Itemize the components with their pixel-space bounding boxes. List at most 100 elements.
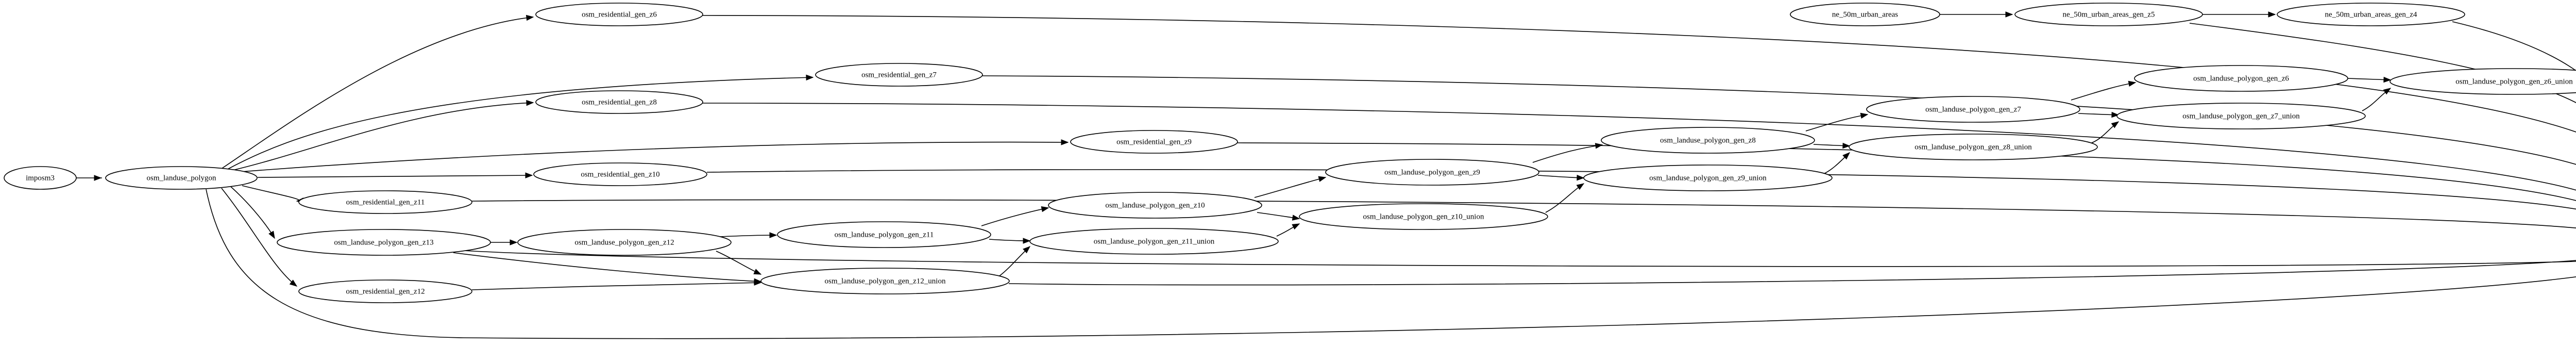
graph-edge bbox=[232, 102, 534, 171]
node-label: osm_residential_gen_z7 bbox=[861, 71, 937, 79]
graph-node-osm_landuse_polygon_gen_z11_union[interactable]: osm_landuse_polygon_gen_z11_union bbox=[1029, 228, 1279, 255]
node-label: osm_landuse_polygon_gen_z6 bbox=[2193, 74, 2289, 83]
node-label: osm_landuse_polygon_gen_z10 bbox=[1105, 201, 1205, 209]
graph-edge bbox=[1532, 144, 1603, 163]
edge-arrowhead bbox=[289, 279, 298, 287]
edge-arrowhead bbox=[754, 278, 762, 285]
graph-node-osm_landuse_polygon_gen_z7_union[interactable]: osm_landuse_polygon_gen_z7_union bbox=[2116, 103, 2366, 129]
node-label: osm_landuse_polygon_gen_z11 bbox=[835, 231, 934, 239]
graph-node-osm_landuse_polygon_gen_z9_union[interactable]: osm_landuse_polygon_gen_z9_union bbox=[1583, 164, 1833, 191]
node-shape[interactable] bbox=[1849, 134, 2098, 160]
graph-edge bbox=[1254, 177, 1326, 198]
node-shape[interactable] bbox=[1070, 130, 1238, 154]
edge-arrowhead bbox=[1577, 174, 1585, 181]
node-shape[interactable] bbox=[1029, 228, 1279, 255]
graph-node-osm_landuse_polygon_gen_z6_union[interactable]: osm_landuse_polygon_gen_z6_union bbox=[2389, 68, 2576, 95]
edge-arrowhead bbox=[806, 74, 814, 81]
node-shape[interactable] bbox=[1601, 127, 1815, 154]
node-label: osm_residential_gen_z6 bbox=[582, 10, 657, 19]
graph-node-osm_landuse_polygon_gen_z11[interactable]: osm_landuse_polygon_gen_z11 bbox=[777, 221, 991, 248]
edge-arrowhead bbox=[1061, 139, 1069, 145]
graph-node-osm_landuse_polygon[interactable]: osm_landuse_polygon bbox=[105, 166, 258, 190]
edge-arrowhead bbox=[1318, 176, 1327, 182]
node-shape[interactable] bbox=[2277, 3, 2465, 26]
node-shape[interactable] bbox=[1866, 96, 2080, 123]
graph-node-osm_landuse_polygon_gen_z10_union[interactable]: osm_landuse_polygon_gen_z10_union bbox=[1299, 203, 1548, 230]
node-shape[interactable] bbox=[1299, 203, 1548, 230]
graph-edge bbox=[226, 77, 814, 170]
graph-edge bbox=[471, 282, 761, 290]
node-shape[interactable] bbox=[1583, 164, 1833, 191]
edge-arrowhead bbox=[1860, 112, 1869, 119]
node-shape[interactable] bbox=[1790, 3, 1940, 26]
graph-node-osm_landuse_polygon_gen_z9[interactable]: osm_landuse_polygon_gen_z9 bbox=[1325, 159, 1539, 186]
edge-arrowhead bbox=[1023, 238, 1031, 244]
graph-node-osm_residential_gen_z6[interactable]: osm_residential_gen_z6 bbox=[535, 3, 703, 26]
graph-node-osm_residential_gen_z11[interactable]: osm_residential_gen_z11 bbox=[298, 190, 472, 214]
edge-arrowhead bbox=[753, 269, 762, 275]
graph-node-osm_residential_gen_z8[interactable]: osm_residential_gen_z8 bbox=[535, 90, 703, 114]
graph-node-osm_landuse_polygon_gen_z8[interactable]: osm_landuse_polygon_gen_z8 bbox=[1601, 127, 1815, 154]
edge-arrowhead bbox=[526, 14, 534, 21]
graph-node-osm_residential_gen_z7[interactable]: osm_residential_gen_z7 bbox=[815, 63, 983, 87]
node-shape[interactable] bbox=[535, 3, 703, 26]
node-shape[interactable] bbox=[1325, 159, 1539, 186]
edge-arrowhead bbox=[94, 175, 102, 181]
node-shape[interactable] bbox=[533, 162, 707, 186]
graph-node-osm_landuse_polygon_gen_z7[interactable]: osm_landuse_polygon_gen_z7 bbox=[1866, 96, 2080, 123]
edge-arrowhead bbox=[2128, 80, 2137, 87]
node-shape[interactable] bbox=[298, 279, 472, 303]
graph-node-osm_landuse_polygon_gen_z12[interactable]: osm_landuse_polygon_gen_z12 bbox=[517, 229, 732, 256]
graph-node-osm_landuse_polygon_gen_z10[interactable]: osm_landuse_polygon_gen_z10 bbox=[1048, 192, 1262, 219]
edge-arrowhead bbox=[2383, 88, 2392, 95]
edge-arrowhead bbox=[1292, 215, 1300, 221]
graph-edge bbox=[463, 250, 2576, 267]
node-shape[interactable] bbox=[1048, 192, 1262, 219]
graph-node-ne_50m_urban_areas_gen_z5[interactable]: ne_50m_urban_areas_gen_z5 bbox=[2014, 3, 2203, 26]
node-shape[interactable] bbox=[2389, 68, 2576, 95]
graph-node-ne_50m_urban_areas_gen_z4[interactable]: ne_50m_urban_areas_gen_z4 bbox=[2277, 3, 2465, 26]
edge-arrowhead bbox=[1023, 246, 1031, 254]
edges-layer bbox=[76, 11, 2576, 339]
node-label: osm_landuse_polygon_gen_z6_union bbox=[2455, 77, 2573, 86]
graph-edge bbox=[206, 189, 2576, 339]
node-shape[interactable] bbox=[2134, 65, 2348, 92]
node-shape[interactable] bbox=[517, 229, 732, 256]
graph-node-ne_50m_urban_areas[interactable]: ne_50m_urban_areas bbox=[1790, 3, 1940, 26]
node-shape[interactable] bbox=[2014, 3, 2203, 26]
node-label: osm_residential_gen_z9 bbox=[1116, 138, 1192, 146]
graph-node-osm_residential_gen_z12[interactable]: osm_residential_gen_z12 bbox=[298, 279, 472, 303]
edge-arrowhead bbox=[526, 100, 534, 106]
node-label: ne_50m_urban_areas_gen_z4 bbox=[2325, 10, 2417, 19]
graph-edge bbox=[2071, 82, 2136, 101]
node-label: osm_landuse_polygon_gen_z8 bbox=[1660, 136, 1756, 144]
graph-edge bbox=[1805, 114, 1868, 131]
node-shape[interactable] bbox=[4, 166, 77, 190]
node-shape[interactable] bbox=[2116, 103, 2366, 129]
graph-edge bbox=[2452, 21, 2576, 72]
node-label: osm_landuse_polygon_gen_z12 bbox=[574, 238, 674, 246]
graph-edge bbox=[230, 186, 275, 239]
node-shape[interactable] bbox=[298, 190, 472, 214]
node-label: osm_landuse_polygon_gen_z7_union bbox=[2182, 112, 2300, 120]
graph-node-osm_residential_gen_z10[interactable]: osm_residential_gen_z10 bbox=[533, 162, 707, 186]
graph-node-osm_landuse_polygon_gen_z6[interactable]: osm_landuse_polygon_gen_z6 bbox=[2134, 65, 2348, 92]
node-label: osm_landuse_polygon_gen_z12_union bbox=[825, 277, 946, 285]
node-shape[interactable] bbox=[760, 268, 1010, 294]
graph-edge bbox=[716, 251, 761, 275]
graph-node-osm_residential_gen_z9[interactable]: osm_residential_gen_z9 bbox=[1070, 130, 1238, 154]
graph-node-osm_landuse_polygon_gen_z8_union[interactable]: osm_landuse_polygon_gen_z8_union bbox=[1849, 134, 2098, 160]
node-shape[interactable] bbox=[535, 90, 703, 114]
graph-node-osm_landuse_polygon_gen_z12_union[interactable]: osm_landuse_polygon_gen_z12_union bbox=[760, 268, 1010, 294]
edge-arrowhead bbox=[2005, 11, 2013, 18]
node-shape[interactable] bbox=[277, 229, 491, 256]
graph-edge bbox=[242, 185, 300, 202]
node-shape[interactable] bbox=[105, 166, 258, 190]
node-shape[interactable] bbox=[815, 63, 983, 87]
node-label: osm_residential_gen_z8 bbox=[582, 98, 657, 106]
graph-node-imposm3[interactable]: imposm3 bbox=[4, 166, 77, 190]
node-shape[interactable] bbox=[777, 221, 991, 248]
graph-node-osm_landuse_polygon_gen_z13[interactable]: osm_landuse_polygon_gen_z13 bbox=[277, 229, 491, 256]
node-label: ne_50m_urban_areas_gen_z5 bbox=[2062, 10, 2155, 19]
